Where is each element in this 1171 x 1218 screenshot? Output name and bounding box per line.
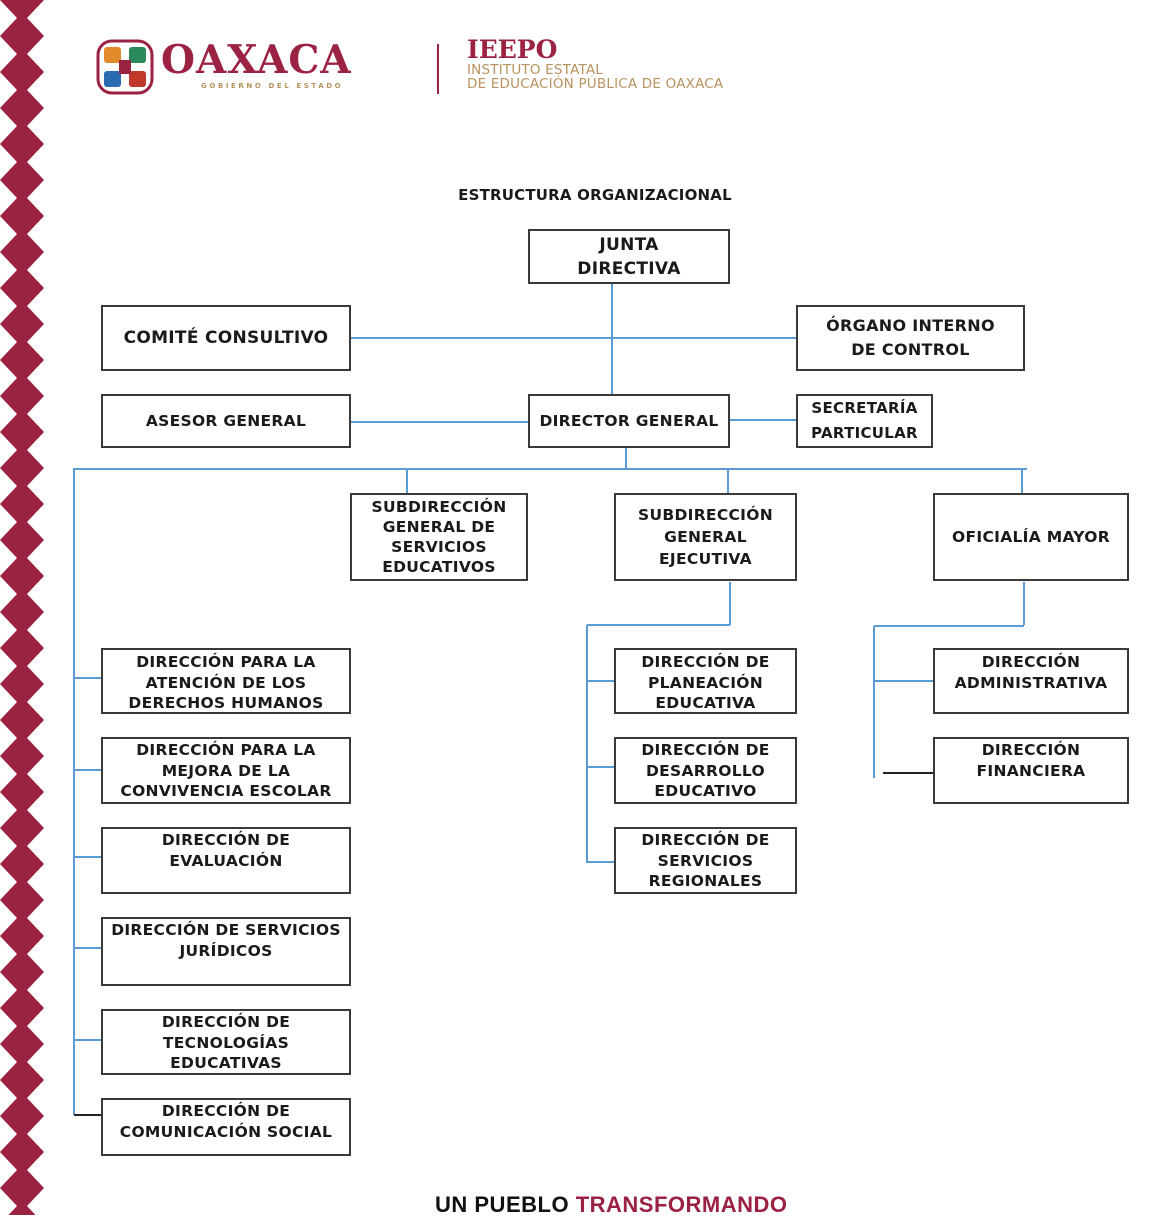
node-direccion-desarrollo-educativo: DIRECCIÓN DE DESARROLLO EDUCATIVO [614, 737, 797, 804]
node-label-line: SERVICIOS [391, 538, 487, 556]
node-label-line: DIRECCIÓN PARA LA [136, 741, 316, 759]
node-oficialia-mayor: OFICIALÍA MAYOR [933, 493, 1129, 581]
node-label-line: DIRECTIVA [577, 258, 681, 279]
node-label-line: COMITÉ CONSULTIVO [123, 327, 329, 348]
node-label-line: DE CONTROL [851, 340, 970, 359]
node-label-line: DERECHOS HUMANOS [128, 694, 324, 712]
node-direccion-servicios-regionales: DIRECCIÓN DE SERVICIOS REGIONALES [614, 827, 797, 894]
node-label-line: DIRECCIÓN DE SERVICIOS [111, 921, 341, 939]
node-label-line: DIRECCIÓN DE [641, 653, 770, 671]
node-label-line: DIRECCIÓN [981, 741, 1081, 759]
node-label-line: SECRETARÍA [811, 399, 918, 417]
node-label-line: COMUNICACIÓN SOCIAL [119, 1123, 333, 1141]
node-label-line: PLANEACIÓN [647, 673, 764, 692]
node-label-line: DIRECCIÓN DE [641, 831, 770, 849]
node-label-line: DIRECCIÓN [981, 653, 1081, 671]
node-asesor-general: ASESOR GENERAL [101, 394, 351, 448]
node-secretaria-particular: SECRETARÍA PARTICULAR [796, 394, 933, 448]
oaxaca-logo-text: OAXACA [161, 37, 352, 83]
node-label-line: EVALUACIÓN [169, 852, 283, 870]
node-label-line: MEJORA DE LA [161, 761, 291, 780]
node-label-line: ATENCIÓN DE LOS [145, 673, 307, 692]
node-organo-interno-de-control: ÓRGANO INTERNO DE CONTROL [796, 305, 1025, 371]
node-label-line: ÓRGANO INTERNO [826, 316, 995, 335]
node-director-general: DIRECTOR GENERAL [528, 394, 730, 448]
footer-slogan-part-1: UN PUEBLO [435, 1192, 576, 1217]
node-label-line: DIRECCIÓN DE [161, 831, 291, 849]
node-label-line: CONVIVENCIA ESCOLAR [120, 782, 332, 800]
node-label-line: OFICIALÍA MAYOR [952, 527, 1110, 546]
footer-slogan: UN PUEBLO TRANSFORMANDO [435, 1192, 788, 1218]
node-junta-directiva: JUNTA DIRECTIVA [528, 229, 730, 284]
oaxaca-seal-icon [96, 39, 154, 95]
node-comite-consultivo: COMITÉ CONSULTIVO [101, 305, 351, 371]
node-label-line: EDUCATIVAS [170, 1054, 282, 1072]
node-direccion-servicios-juridicos: DIRECCIÓN DE SERVICIOS JURÍDICOS [101, 917, 351, 986]
node-label-line: JUNTA [599, 234, 659, 255]
ieepo-line-1: INSTITUTO ESTATAL [467, 62, 604, 78]
node-direccion-financiera: DIRECCIÓN FINANCIERA [933, 737, 1129, 804]
node-label-line: SUBDIRECCIÓN [638, 506, 773, 524]
logo-divider [437, 44, 439, 94]
node-label-line: EDUCATIVOS [382, 558, 496, 576]
ieepo-line-2: DE EDUCACIÓN PÚBLICA DE OAXACA [467, 76, 724, 92]
node-label-line: DIRECCIÓN DE [161, 1102, 291, 1120]
footer-slogan-part-2: TRANSFORMANDO [575, 1192, 788, 1217]
node-label-line: DESARROLLO [645, 761, 766, 780]
node-label-line: SUBDIRECCIÓN [371, 498, 507, 516]
chart-title: ESTRUCTURA ORGANIZACIONAL [458, 186, 732, 204]
node-direccion-planeacion-educativa: DIRECCIÓN DE PLANEACIÓN EDUCATIVA [614, 648, 797, 714]
node-label-line: TECNOLOGÍAS [162, 1033, 290, 1052]
node-label-line: DIRECCIÓN PARA LA [136, 653, 316, 671]
decorative-zigzag-border [0, 0, 44, 1215]
node-label-line: SERVICIOS [657, 851, 754, 870]
node-subdireccion-general-servicios-educativos: SUBDIRECCIÓN GENERAL DE SERVICIOS EDUCATIVO… [350, 493, 528, 581]
node-direccion-comunicacion-social: DIRECCIÓN DE COMUNICACIÓN SOCIAL [101, 1098, 351, 1156]
node-label-line: EJECUTIVA [659, 550, 752, 568]
oaxaca-subtitle: GOBIERNO DEL ESTADO [201, 82, 344, 90]
node-label-line: GENERAL DE [382, 518, 496, 536]
node-label-line: DIRECTOR GENERAL [539, 411, 719, 430]
node-label-line: GENERAL [664, 528, 747, 546]
ieepo-logo-text: IEEPO [467, 35, 558, 64]
node-label-line: PARTICULAR [811, 424, 918, 442]
node-direccion-convivencia-escolar: DIRECCIÓN PARA LA MEJORA DE LA CONVIVENCIA… [101, 737, 351, 804]
node-label-line: DIRECCIÓN DE [161, 1013, 291, 1031]
node-subdireccion-general-ejecutiva: SUBDIRECCIÓN GENERAL EJECUTIVA [614, 493, 797, 581]
node-label-line: ASESOR GENERAL [145, 411, 307, 430]
node-direccion-tecnologias-educativas: DIRECCIÓN DE TECNOLOGÍAS EDUCATIVAS [101, 1009, 351, 1075]
node-label-line: EDUCATIVA [655, 694, 756, 712]
node-direccion-administrativa: DIRECCIÓN ADMINISTRATIVA [933, 648, 1129, 714]
node-direccion-evaluacion: DIRECCIÓN DE EVALUACIÓN [101, 827, 351, 894]
node-label-line: REGIONALES [648, 872, 763, 890]
node-label-line: JURÍDICOS [179, 942, 273, 960]
node-label-line: DIRECCIÓN DE [641, 741, 770, 759]
node-label-line: ADMINISTRATIVA [954, 674, 1108, 692]
node-label-line: FINANCIERA [976, 762, 1086, 780]
node-label-line: EDUCATIVO [654, 782, 757, 800]
node-direccion-derechos-humanos: DIRECCIÓN PARA LA ATENCIÓN DE LOS DERECHOS… [101, 648, 351, 714]
